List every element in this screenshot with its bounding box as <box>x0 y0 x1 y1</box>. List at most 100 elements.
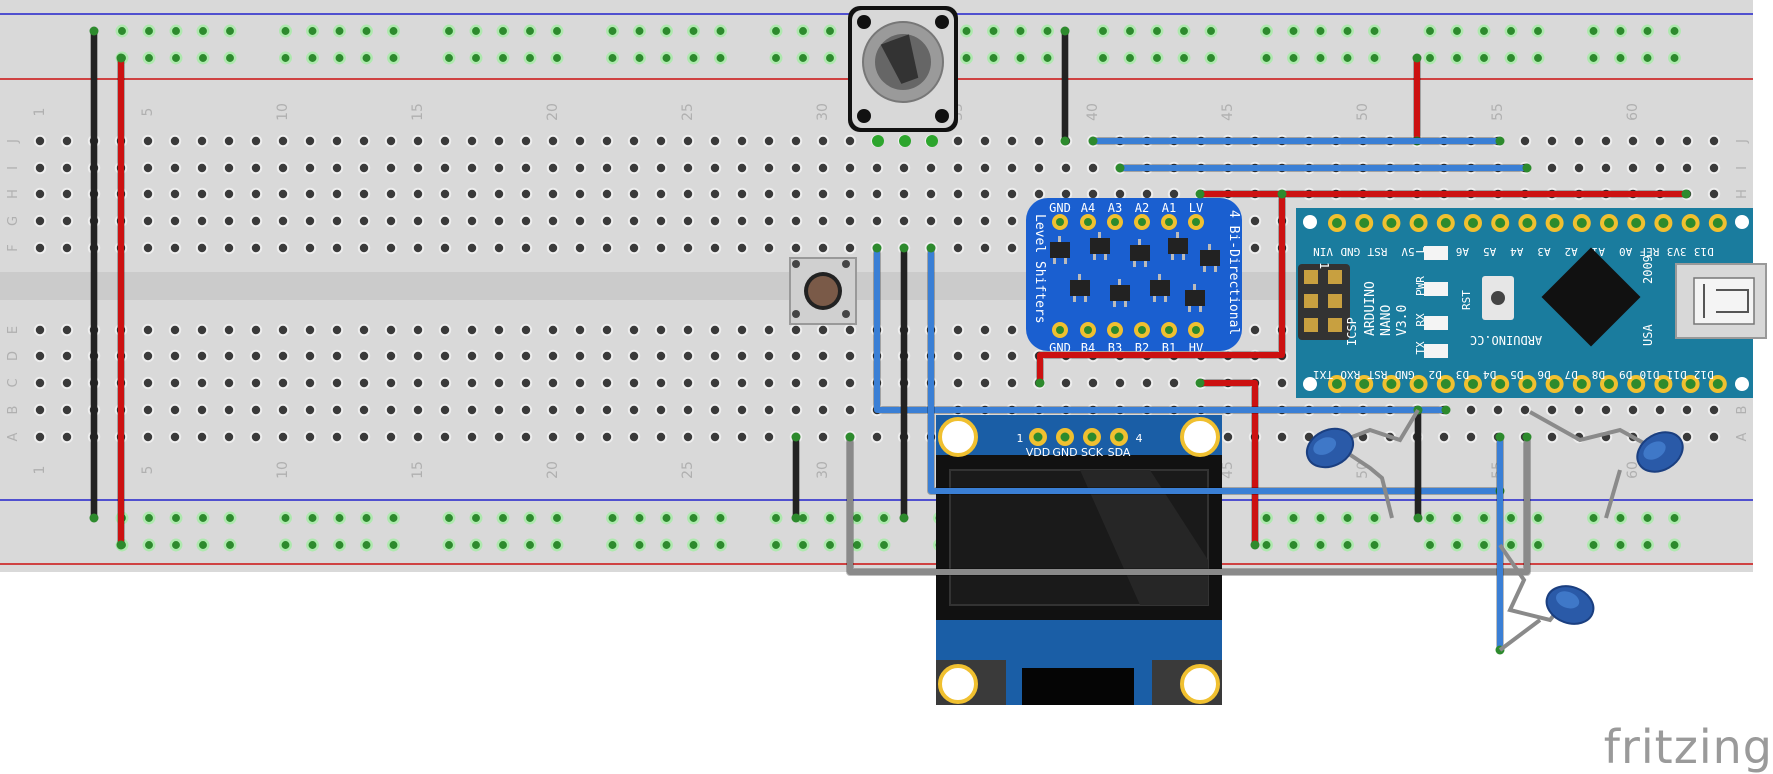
rail-hole <box>169 538 183 552</box>
ceramic-capacitor-1-shine <box>1313 437 1337 455</box>
hole <box>141 187 155 201</box>
column-number-top: 55 <box>1490 103 1506 121</box>
smd-part <box>1110 285 1130 301</box>
hole <box>384 430 398 444</box>
wire-red-hv-top-end <box>1681 189 1691 199</box>
hole <box>1032 187 1046 201</box>
oled-pin-label: SCK <box>1081 446 1104 459</box>
column-number-bottom: 1 <box>32 466 48 475</box>
icsp-pin1-label: 1 <box>1317 262 1331 269</box>
rail-hole <box>196 51 210 65</box>
hole <box>735 214 749 228</box>
hole <box>519 403 533 417</box>
wire-blue-sda <box>928 245 1503 494</box>
cap2-leads <box>1529 410 1661 519</box>
hole <box>816 241 830 255</box>
hole <box>924 187 938 201</box>
rail-hole <box>1450 24 1464 38</box>
hole <box>1113 376 1127 390</box>
level-shifter-bottom-pad-hole <box>1192 326 1200 334</box>
hole <box>330 376 344 390</box>
hole <box>195 349 209 363</box>
hole <box>708 187 722 201</box>
rail-hole <box>387 51 400 65</box>
hole <box>681 323 695 337</box>
rail-hole <box>823 51 837 65</box>
hole <box>384 403 398 417</box>
rail-hole <box>442 511 456 525</box>
wire-black-nano-gnd-end <box>1413 513 1423 523</box>
hole <box>573 323 587 337</box>
hole <box>411 430 425 444</box>
wire-blue-top-2-end <box>1115 163 1125 173</box>
hole <box>762 349 776 363</box>
smd-part <box>1130 245 1150 261</box>
level-shifter-bottom-pad-hole <box>1138 326 1146 334</box>
rail-hole <box>115 24 129 38</box>
rail-hole <box>1287 51 1300 65</box>
hole <box>735 187 749 201</box>
hole <box>168 403 182 417</box>
hole <box>276 161 290 175</box>
wire-red-lv <box>1037 191 1285 386</box>
nano-top-pad-hole <box>1712 218 1723 228</box>
rail-hole <box>1341 538 1354 552</box>
hole <box>1248 323 1262 337</box>
hole <box>600 403 614 417</box>
wire-blue-sck-end <box>1441 405 1451 415</box>
nano-bottom-pad-hole <box>1332 379 1342 389</box>
oled-pin-hole <box>1033 432 1043 442</box>
hole <box>654 376 668 390</box>
nano-top-pin-label: 5V <box>1401 245 1415 258</box>
hole <box>411 349 425 363</box>
hole <box>249 430 263 444</box>
hole <box>978 349 992 363</box>
nano-top-pad-hole <box>1495 218 1506 228</box>
push-button-cap <box>808 276 838 306</box>
hole <box>519 241 533 255</box>
hole <box>843 214 857 228</box>
hole <box>1545 134 1559 148</box>
hole <box>411 161 425 175</box>
rail-hole <box>1641 511 1654 525</box>
hole <box>600 349 614 363</box>
hole <box>357 161 371 175</box>
rail-hole <box>1587 538 1600 552</box>
hole <box>357 214 371 228</box>
hole <box>519 349 533 363</box>
hole <box>438 134 452 148</box>
wire-blue-sck <box>874 245 1449 413</box>
hole <box>465 241 479 255</box>
status-led-label: RX <box>1414 313 1427 327</box>
hole <box>1599 134 1613 148</box>
hole <box>762 187 776 201</box>
rail-hole <box>1314 511 1327 525</box>
hole <box>951 241 965 255</box>
rail-hole <box>633 24 646 38</box>
smd-part <box>1090 238 1110 254</box>
row-label-right: A <box>1735 432 1750 441</box>
hole <box>168 161 182 175</box>
nano-bottom-pad-hole <box>1522 379 1533 389</box>
rail-hole <box>1587 24 1600 38</box>
hole <box>384 376 398 390</box>
wire-black-button-gnd-end <box>791 513 801 523</box>
hole <box>141 134 155 148</box>
status-led <box>1424 316 1448 330</box>
hole <box>816 403 830 417</box>
hole <box>735 134 749 148</box>
hole <box>762 403 776 417</box>
rail-hole <box>469 51 483 65</box>
nano-country: USA <box>1641 324 1655 346</box>
hole <box>627 349 641 363</box>
rail-hole <box>169 51 183 65</box>
hole <box>1221 430 1235 444</box>
rail-hole <box>550 24 564 38</box>
wire-nano-5v-rail-end <box>1412 53 1422 63</box>
hole <box>249 161 263 175</box>
hole <box>816 161 830 175</box>
hole <box>762 161 776 175</box>
smd-lead <box>1058 236 1061 242</box>
hole <box>708 376 722 390</box>
hole <box>249 241 263 255</box>
